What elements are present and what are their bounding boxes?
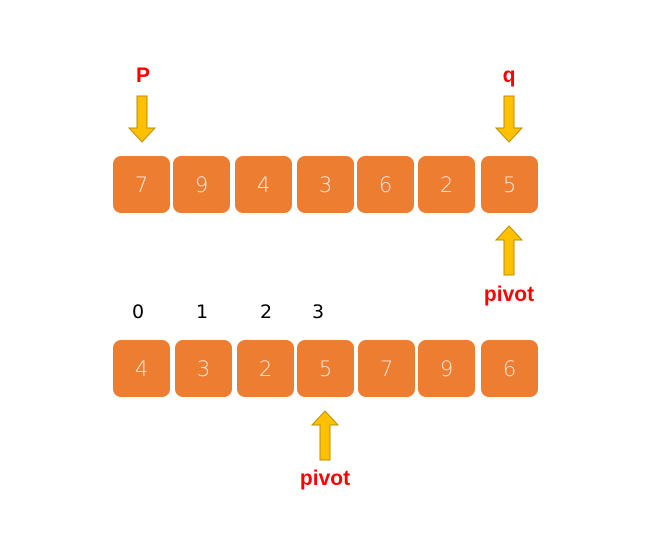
top-array-cell: 5 <box>481 156 538 213</box>
up-arrow-icon-pivot-bottom <box>310 410 340 461</box>
top-array-cell: 7 <box>113 156 170 213</box>
bottom-array-cell: 2 <box>237 340 294 397</box>
bottom-array-cell: 9 <box>418 340 475 397</box>
top-array-cell: 2 <box>418 156 475 213</box>
top-array-cell: 9 <box>173 156 230 213</box>
top-array-cell: 4 <box>235 156 292 213</box>
bottom-array-cell: 4 <box>113 340 170 397</box>
down-arrow-icon-p <box>127 95 157 143</box>
index-label: 1 <box>195 301 209 323</box>
pivot-label-bottom: pivot <box>299 467 351 490</box>
index-label: 3 <box>311 301 325 323</box>
index-label: 2 <box>259 301 273 323</box>
top-array-cell: 3 <box>297 156 354 213</box>
bottom-array-cell: 5 <box>297 340 354 397</box>
down-arrow-icon-q <box>494 95 524 143</box>
bottom-array-cell: 6 <box>481 340 538 397</box>
bottom-array-cell: 7 <box>358 340 415 397</box>
bottom-array-cell: 3 <box>175 340 232 397</box>
up-arrow-icon-pivot-top <box>494 225 524 276</box>
index-label: 0 <box>131 301 145 323</box>
pivot-label-top: pivot <box>483 283 535 306</box>
q-label: q <box>502 64 516 87</box>
top-array-cell: 6 <box>357 156 414 213</box>
p-label: P <box>135 64 151 87</box>
